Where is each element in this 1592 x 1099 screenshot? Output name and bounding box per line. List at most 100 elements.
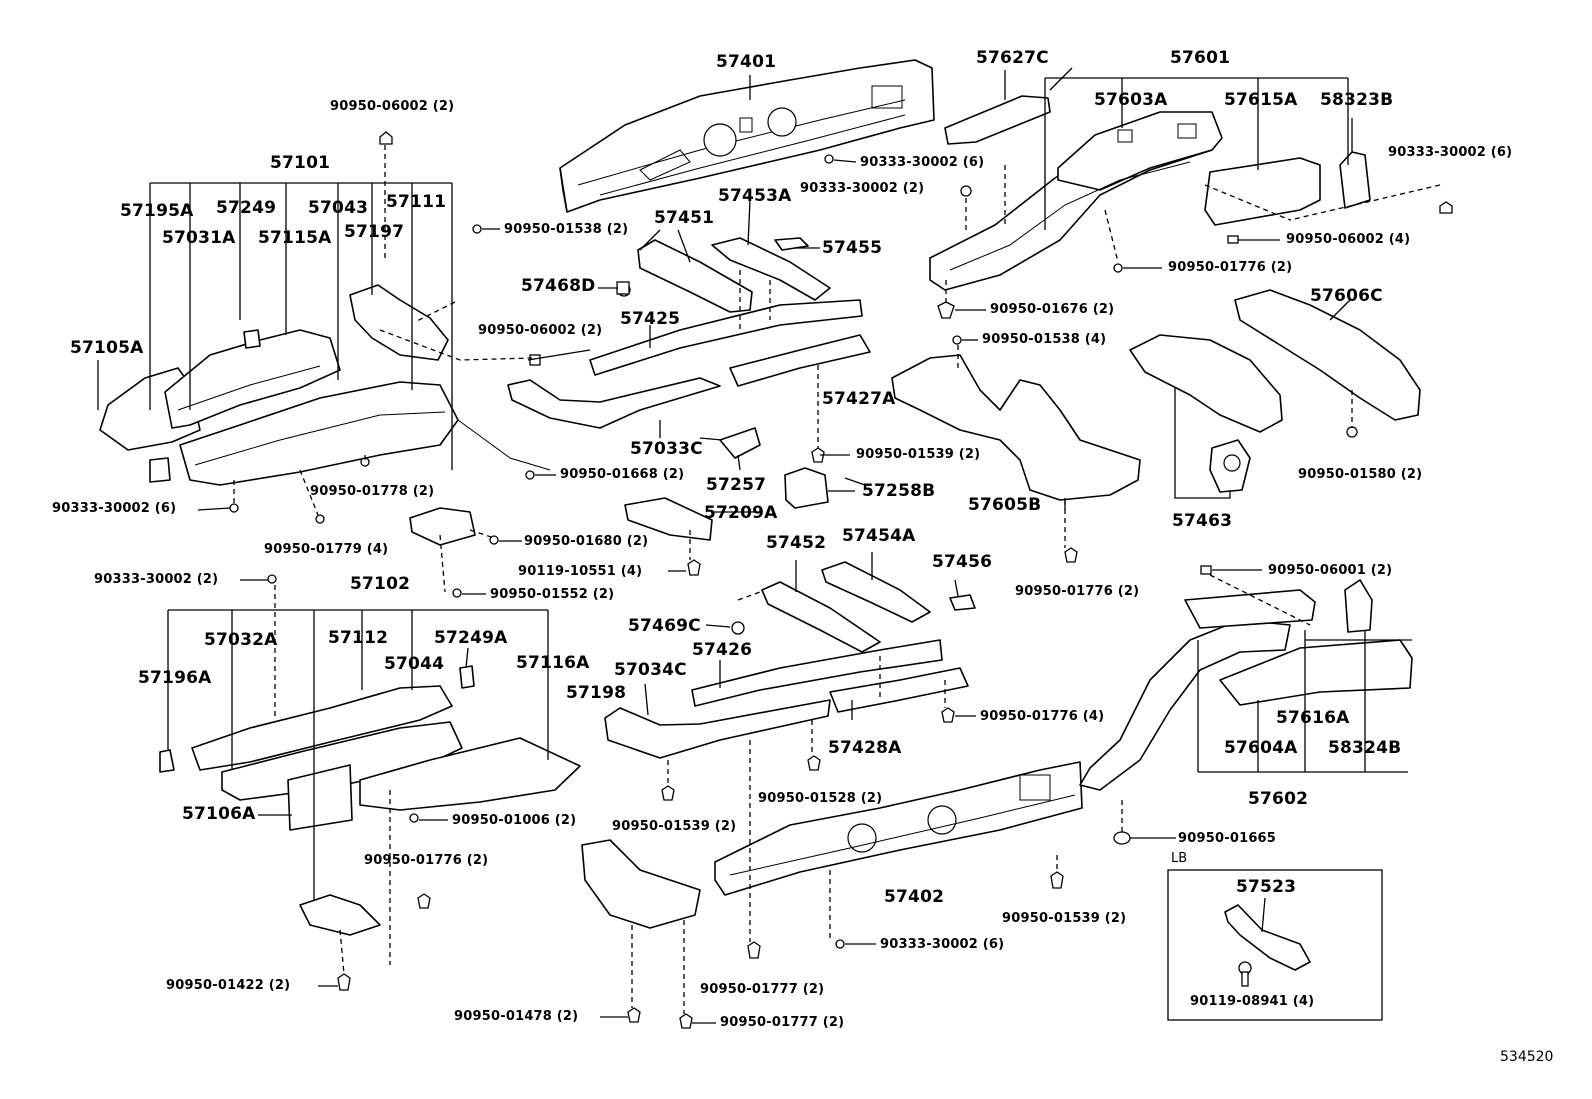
label-90950-01538-2: 90950-01538 (2) — [504, 222, 629, 237]
label-57605B: 57605B — [968, 495, 1042, 515]
label-90333-30002-2-b: 90333-30002 (2) — [94, 572, 219, 587]
label-57101: 57101 — [270, 153, 331, 173]
label-90950-01777-2-b: 90950-01777 (2) — [720, 1015, 845, 1030]
label-90119-08941-4: 90119-08941 (4) — [1190, 994, 1315, 1009]
leader-lines — [97, 67, 1412, 933]
label-57258B: 57258B — [862, 481, 936, 501]
label-90950-01580-2: 90950-01580 (2) — [1298, 467, 1423, 482]
label-90950-01006-2: 90950-01006 (2) — [452, 813, 577, 828]
part-57101-assembly — [99, 284, 551, 546]
label-90333-30002-6-c: 90333-30002 (6) — [52, 501, 177, 516]
bolt-90119-08941 — [1238, 961, 1252, 987]
label-57602: 57602 — [1248, 789, 1309, 809]
label-90950-01422-2: 90950-01422 (2) — [166, 978, 291, 993]
label-57257: 57257 — [706, 475, 767, 495]
label-57106A: 57106A — [182, 804, 256, 824]
fastener-leaders — [197, 159, 1280, 1024]
label-90333-30002-6-b: 90333-30002 (6) — [860, 155, 985, 170]
label-lb-inset: LB — [1171, 851, 1188, 866]
part-57402-sill-panel — [581, 761, 1083, 929]
label-57426: 57426 — [692, 640, 753, 660]
label-58324B: 58324B — [1328, 738, 1402, 758]
label-57523: 57523 — [1236, 877, 1297, 897]
label-57105A: 57105A — [70, 338, 144, 358]
label-57197: 57197 — [344, 222, 405, 242]
lb-inset-box — [1167, 869, 1383, 1021]
label-90950-01538-4: 90950-01538 (4) — [982, 332, 1107, 347]
reference-number: 534520 — [1500, 1049, 1554, 1065]
label-57603A: 57603A — [1094, 90, 1168, 110]
part-57451-57453A-rails — [507, 237, 871, 541]
label-57402: 57402 — [884, 887, 945, 907]
label-57115A: 57115A — [258, 228, 332, 248]
part-57605B-floor — [891, 289, 1421, 501]
label-90950-01539-2-b: 90950-01539 (2) — [612, 819, 737, 834]
label-57463: 57463 — [1172, 511, 1233, 531]
label-58323B: 58323B — [1320, 90, 1394, 110]
label-57456: 57456 — [932, 552, 993, 572]
label-90950-01776-2-a: 90950-01776 (2) — [1168, 260, 1293, 275]
label-90950-01776-2-c: 90950-01776 (2) — [364, 853, 489, 868]
label-57604A: 57604A — [1224, 738, 1298, 758]
label-90950-01779-4: 90950-01779 (4) — [264, 542, 389, 557]
label-90119-10551-4: 90119-10551 (4) — [518, 564, 643, 579]
label-57425: 57425 — [620, 309, 681, 329]
label-57043: 57043 — [308, 198, 369, 218]
label-90950-01552-2: 90950-01552 (2) — [490, 587, 615, 602]
label-57209A: 57209A — [704, 503, 778, 523]
label-57427A: 57427A — [822, 389, 896, 409]
label-57453A: 57453A — [718, 186, 792, 206]
label-57116A: 57116A — [516, 653, 590, 673]
label-57249A: 57249A — [434, 628, 508, 648]
part-57452-57454A-rails — [604, 561, 976, 759]
label-90950-01478-2: 90950-01478 (2) — [454, 1009, 579, 1024]
label-57606C: 57606C — [1310, 286, 1383, 306]
label-90950-01778-2: 90950-01778 (2) — [310, 484, 435, 499]
label-57615A: 57615A — [1224, 90, 1298, 110]
label-90950-01776-4: 90950-01776 (4) — [980, 709, 1105, 724]
label-90950-01676-2: 90950-01676 (2) — [990, 302, 1115, 317]
label-57455: 57455 — [822, 238, 883, 258]
label-57198: 57198 — [566, 683, 627, 703]
label-90950-01539-2-c: 90950-01539 (2) — [1002, 911, 1127, 926]
label-90950-01539-2-a: 90950-01539 (2) — [856, 447, 981, 462]
label-57452: 57452 — [766, 533, 827, 553]
part-57401-sill-panel — [559, 59, 935, 213]
label-57401: 57401 — [716, 52, 777, 72]
label-90950-01776-2-b: 90950-01776 (2) — [1015, 584, 1140, 599]
label-57033C: 57033C — [630, 439, 703, 459]
label-90333-30002-6-d: 90333-30002 (6) — [880, 937, 1005, 952]
label-90950-06002-2: 90950-06002 (2) — [330, 99, 455, 114]
label-90950-01680-2: 90950-01680 (2) — [524, 534, 649, 549]
label-57601: 57601 — [1170, 48, 1231, 68]
label-90950-06002-2-b: 90950-06002 (2) — [478, 323, 603, 338]
label-57616A: 57616A — [1276, 708, 1350, 728]
label-90950-01528-2: 90950-01528 (2) — [758, 791, 883, 806]
label-57032A: 57032A — [204, 630, 278, 650]
label-90950-01777-2-a: 90950-01777 (2) — [700, 982, 825, 997]
label-57034C: 57034C — [614, 660, 687, 680]
label-90950-06002-4: 90950-06002 (4) — [1286, 232, 1411, 247]
label-90333-30002-6-a: 90333-30002 (6) — [1388, 145, 1513, 160]
label-57451: 57451 — [654, 208, 715, 228]
label-57031A: 57031A — [162, 228, 236, 248]
label-90333-30002-2-a: 90333-30002 (2) — [800, 181, 925, 196]
label-57111: 57111 — [386, 192, 447, 212]
label-57195A: 57195A — [120, 201, 194, 221]
label-90950-01668-2: 90950-01668 (2) — [560, 467, 685, 482]
label-57469C: 57469C — [628, 616, 701, 636]
label-57112: 57112 — [328, 628, 389, 648]
part-57601-side-member — [929, 111, 1371, 291]
label-57102: 57102 — [350, 574, 411, 594]
dashed-guides — [233, 145, 1441, 1014]
label-57454A: 57454A — [842, 526, 916, 546]
label-57249: 57249 — [216, 198, 277, 218]
label-90950-06001-2: 90950-06001 (2) — [1268, 563, 1393, 578]
label-57044: 57044 — [384, 654, 445, 674]
label-57428A: 57428A — [828, 738, 902, 758]
part-57602-side-member — [1079, 579, 1413, 791]
label-90950-01665: 90950-01665 — [1178, 831, 1277, 846]
label-57468D: 57468D — [521, 276, 596, 296]
